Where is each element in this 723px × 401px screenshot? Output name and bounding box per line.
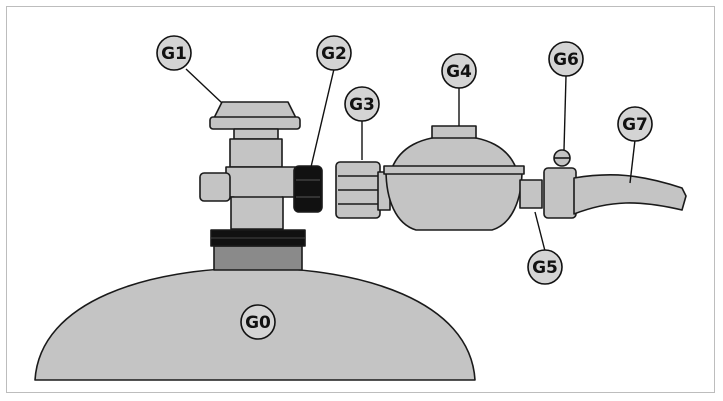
callout-label-g4: G4	[446, 62, 472, 82]
leader-lines	[185, 68, 636, 252]
gas-hose	[573, 174, 687, 215]
valve-bonnet	[229, 138, 283, 168]
callout-label-g2: G2	[321, 44, 347, 64]
callout-label-g5: G5	[532, 258, 558, 278]
valve-stem	[233, 128, 279, 140]
callout-label-g1: G1	[161, 44, 187, 64]
regulator-outlet	[519, 179, 543, 209]
callout-label-g0: G0	[245, 313, 271, 333]
outlet-nut-black	[293, 165, 323, 213]
callout-circle-g7	[617, 106, 653, 142]
regulator-dome	[391, 135, 517, 169]
callout-circle-g5	[527, 249, 563, 285]
callout-label-g3: G3	[349, 95, 375, 115]
hose-clamp	[543, 167, 577, 219]
callout-circle-g2	[316, 35, 352, 71]
cylinder-neck	[213, 245, 303, 271]
callout-circle-g4	[441, 53, 477, 89]
callout-circle-g6	[548, 41, 584, 77]
callout-circle-g3	[344, 86, 380, 122]
callout-circle-g0	[240, 304, 276, 340]
regulator-rim	[383, 165, 525, 175]
handwheel-rim	[209, 116, 301, 130]
valve-handwheel	[213, 101, 297, 119]
valve-side-port	[199, 172, 231, 202]
regulator-body	[385, 169, 523, 231]
regulator-cap	[431, 125, 477, 139]
valve-base	[230, 196, 284, 230]
callout-circle-g1	[156, 35, 192, 71]
callout-label-g7: G7	[622, 115, 648, 135]
callout-label-g6: G6	[553, 50, 579, 70]
